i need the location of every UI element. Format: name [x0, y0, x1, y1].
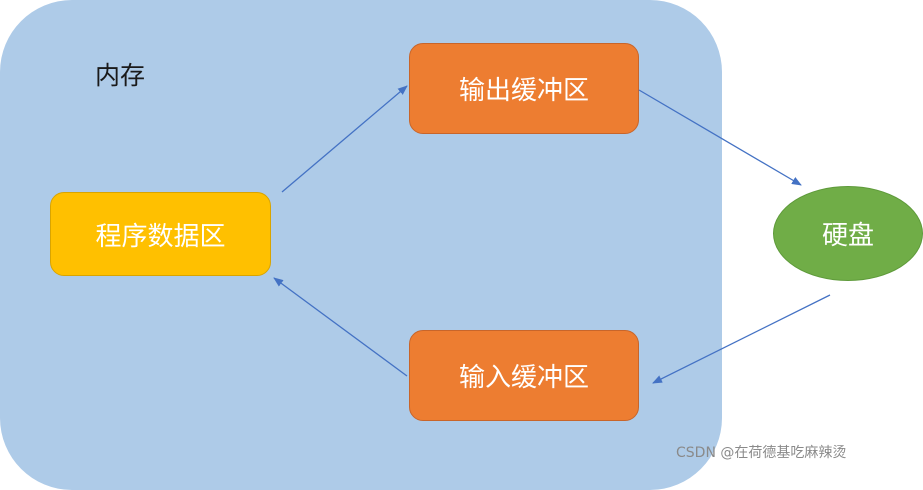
- disk-node: 硬盘: [773, 186, 923, 281]
- output-buffer-node: 输出缓冲区: [409, 43, 639, 134]
- arrow-program-to-output: [281, 85, 408, 193]
- memory-label: 内存: [95, 61, 146, 90]
- arrow-disk-to-input: [652, 294, 831, 384]
- watermark: CSDN @在荷德基吃麻辣烫: [676, 445, 847, 461]
- arrows-layer: [273, 85, 831, 384]
- program-data-area-label: 程序数据区: [95, 221, 226, 252]
- input-buffer-label: 输入缓冲区: [458, 363, 589, 393]
- output-buffer-label: 输出缓冲区: [458, 76, 589, 106]
- arrow-output-to-disk: [638, 89, 802, 186]
- input-buffer-node: 输入缓冲区: [409, 330, 639, 421]
- arrow-input-to-program: [273, 277, 408, 377]
- program-data-area-node: 程序数据区: [50, 192, 271, 276]
- disk-label: 硬盘: [821, 221, 874, 251]
